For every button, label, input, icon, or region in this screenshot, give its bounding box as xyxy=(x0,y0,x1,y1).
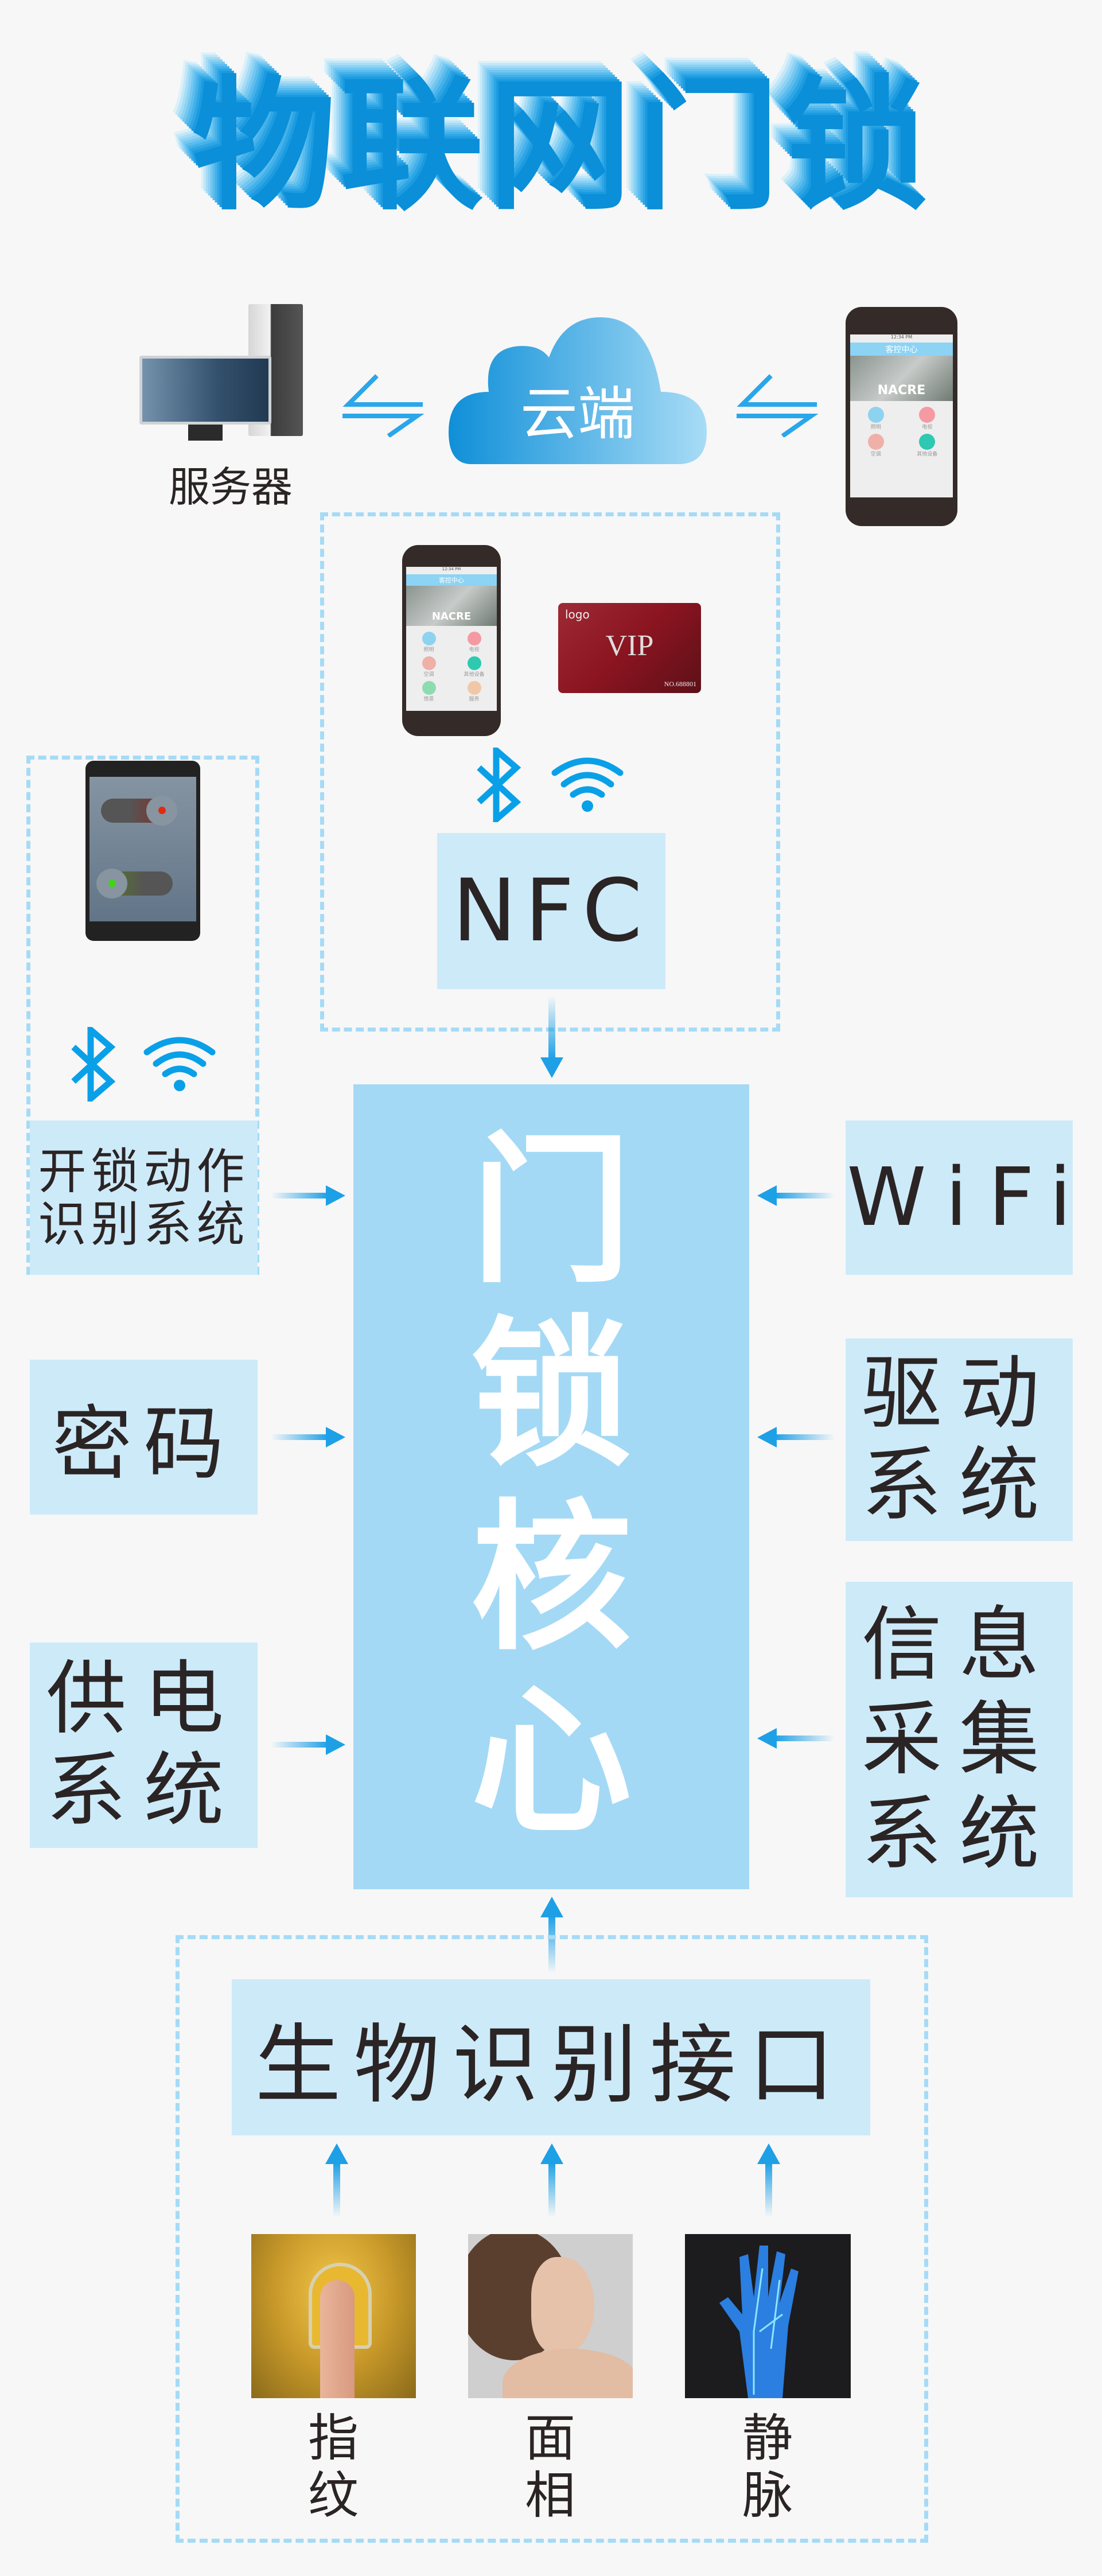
biometric-label-fingerprint: 指纹 xyxy=(276,2410,391,2524)
drive-line2: 系统 xyxy=(861,1438,1057,1532)
phone-unlock-app-image xyxy=(85,761,200,941)
arrow-up xyxy=(757,2143,780,2217)
app-item: 情景 xyxy=(423,696,434,702)
biometric-interface-label: 生物识别接口 xyxy=(255,2015,847,2115)
arrow-down xyxy=(540,995,563,1078)
arrow-left xyxy=(757,1185,835,1206)
core-char: 心 xyxy=(471,1668,632,1856)
label-char: 相 xyxy=(524,2466,575,2525)
smartphone-app-image: 12:34 PM 客控中心 NACRE 照明 电视 空调 其他设备 xyxy=(846,307,957,526)
app-header: 客控中心 xyxy=(850,343,953,356)
label-char: 指 xyxy=(307,2408,359,2468)
core-char: 核 xyxy=(471,1485,632,1672)
nfc-label: NFC xyxy=(452,861,651,961)
wifi-box: WiFi xyxy=(846,1120,1073,1275)
brand-logo: NACRE xyxy=(850,355,953,402)
status-time: 12:34 PM xyxy=(890,334,913,340)
arrow-up xyxy=(540,1897,563,1974)
arrow-right xyxy=(271,1185,345,1206)
password-box: 密码 xyxy=(30,1360,258,1515)
status-time: 12:34 PM xyxy=(442,567,461,571)
core-char: 门 xyxy=(471,1118,632,1305)
bluetooth-icon xyxy=(477,748,521,822)
server-icon xyxy=(139,304,311,442)
card-number: NO.688801 xyxy=(664,680,696,688)
app-item: 电视 xyxy=(922,425,933,431)
page-title: 物联网门锁 xyxy=(192,63,932,229)
cloud-label: 云端 xyxy=(520,380,635,448)
cloud-icon xyxy=(449,317,707,464)
app-item: 电视 xyxy=(469,647,480,653)
app-item: 空调 xyxy=(423,671,434,678)
password-label: 密码 xyxy=(52,1398,236,1491)
brand-logo: NACRE xyxy=(406,585,497,626)
biometric-group xyxy=(176,1935,928,2543)
label-char: 脉 xyxy=(742,2466,793,2525)
power-line1: 供电 xyxy=(46,1652,242,1746)
arrow-up xyxy=(325,2143,348,2217)
server-label: 服务器 xyxy=(168,463,293,511)
drive-line1: 驱动 xyxy=(861,1347,1057,1441)
info-line2: 采集 xyxy=(861,1692,1057,1787)
lock-core-box: 门 锁 核 心 xyxy=(353,1084,749,1889)
info-line1: 信息 xyxy=(861,1598,1057,1692)
app-header: 客控中心 xyxy=(406,574,497,586)
wifi-icon xyxy=(143,1037,216,1091)
unlock-action-box: 开锁动作 识别系统 xyxy=(30,1120,258,1275)
card-logo: logo xyxy=(565,608,590,621)
fingerprint-image xyxy=(251,2234,416,2398)
drive-system-box: 驱动 系统 xyxy=(846,1338,1073,1541)
vip-card-image: logo VIP NO.688801 xyxy=(558,603,701,693)
biometric-label-face: 面相 xyxy=(493,2410,608,2524)
sync-arrows-icon xyxy=(737,374,819,437)
arrow-left xyxy=(757,1427,835,1447)
card-title: VIP xyxy=(605,629,654,662)
vein-image xyxy=(685,2234,851,2398)
wifi-label: WiFi xyxy=(847,1151,1092,1244)
arrow-right xyxy=(271,1427,345,1447)
arrow-left xyxy=(757,1728,835,1749)
unlock-action-line1: 开锁动作 xyxy=(38,1143,250,1200)
smartphone-app-image: 12:34 PM 客控中心 NACRE 照明 电视 空调 其他设备 情景 服务 xyxy=(402,545,501,736)
power-line2: 系统 xyxy=(46,1744,242,1838)
app-item: 其他设备 xyxy=(464,671,485,678)
app-item: 服务 xyxy=(469,696,480,702)
face-image xyxy=(468,2234,633,2398)
core-char: 锁 xyxy=(471,1301,632,1489)
biometric-interface-box: 生物识别接口 xyxy=(232,1979,870,2135)
app-item: 照明 xyxy=(870,425,881,431)
biometric-label-vein: 静脉 xyxy=(710,2410,825,2524)
power-system-box: 供电 系统 xyxy=(30,1643,258,1848)
app-item: 照明 xyxy=(423,647,434,653)
wifi-icon xyxy=(551,757,624,812)
arrow-up xyxy=(540,2143,563,2217)
info-line3: 系统 xyxy=(861,1787,1057,1881)
arrow-right xyxy=(271,1734,345,1755)
unlock-action-line2: 识别系统 xyxy=(38,1196,250,1252)
label-char: 面 xyxy=(524,2408,575,2468)
app-item: 其他设备 xyxy=(917,452,938,458)
nfc-box: NFC xyxy=(437,833,665,989)
label-char: 静 xyxy=(742,2408,793,2468)
label-char: 纹 xyxy=(307,2466,359,2525)
bluetooth-icon xyxy=(71,1027,116,1102)
info-collection-box: 信息 采集 系统 xyxy=(846,1582,1073,1897)
sync-arrows-icon xyxy=(342,374,425,437)
app-item: 空调 xyxy=(870,452,881,458)
